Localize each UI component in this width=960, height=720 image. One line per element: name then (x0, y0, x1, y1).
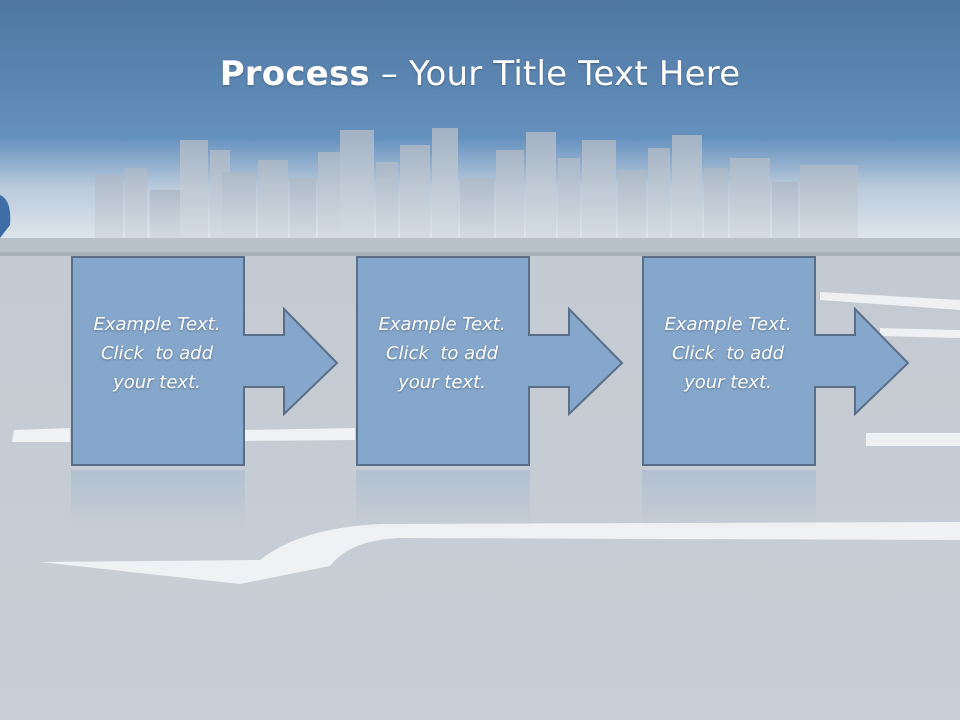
step-reflection (356, 470, 530, 530)
step-text: Example Text. Click to add your text. (642, 310, 814, 397)
step-text-line-2: Click to add (100, 343, 213, 364)
step-text-line-3: your text. (684, 372, 772, 393)
step-text-line-3: your text. (398, 372, 486, 393)
process-step-3[interactable]: Example Text. Click to add your text. (642, 256, 914, 468)
step-text-line-2: Click to add (671, 343, 784, 364)
step-text-line-3: your text. (113, 372, 201, 393)
title-rest: – Your Title Text Here (369, 54, 741, 94)
step-reflection (642, 470, 816, 530)
arrow-box-shape (71, 256, 339, 466)
title-bold: Process (219, 54, 370, 94)
road-markings (12, 292, 960, 584)
slide-title[interactable]: Process – Your Title Text Here (0, 52, 960, 96)
step-text: Example Text. Click to add your text. (71, 310, 243, 397)
step-text-line-2: Click to add (385, 343, 498, 364)
step-reflection (71, 470, 245, 530)
arrow-box-shape (356, 256, 624, 466)
step-text-line-1: Example Text. (378, 314, 506, 335)
step-text-line-1: Example Text. (664, 314, 792, 335)
step-text-line-1: Example Text. (93, 314, 221, 335)
skyline (95, 128, 858, 245)
arrow-box-shape (642, 256, 910, 466)
step-text: Example Text. Click to add your text. (356, 310, 528, 397)
process-step-2[interactable]: Example Text. Click to add your text. (356, 256, 628, 468)
process-step-1[interactable]: Example Text. Click to add your text. (71, 256, 343, 468)
